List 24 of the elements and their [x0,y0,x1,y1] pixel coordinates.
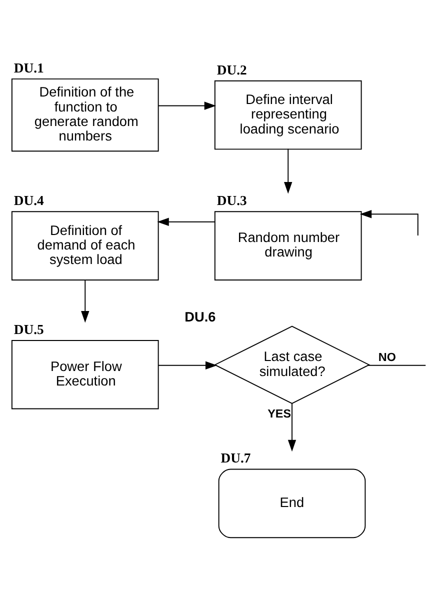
node-label: DU.3 [216,193,247,208]
node-box: Define interval representing loading scenario [214,80,362,150]
node-box: End [218,468,366,538]
node-box: Definition of demand of each system load [11,211,159,280]
edge-label: YES [268,408,292,421]
connector [368,364,426,366]
arrow [360,210,418,236]
arrow [158,102,216,110]
arrow [81,279,90,323]
node-diamond: Last case simulated? [214,326,370,404]
node-label: DU.1 [14,60,44,76]
node-box: Random number drawing [214,211,362,280]
node-label: DU.4 [14,193,44,208]
arrow [288,403,296,452]
arrow [158,361,218,370]
node-label: DU.5 [14,322,44,337]
node-label: DU.7 [220,450,251,466]
arrow [157,218,216,226]
arrow [284,148,292,194]
node-box: Power Flow Execution [11,340,159,410]
node-label: DU.6 [184,310,216,325]
node-box: Definition of the function to generate random numbers [11,78,159,152]
node-label: DU.2 [216,62,247,78]
edge-label: NO [378,351,396,364]
